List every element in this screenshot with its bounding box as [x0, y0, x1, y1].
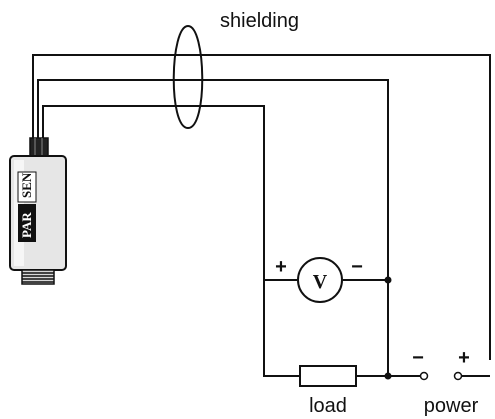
sensor-sen-label: SEN	[19, 172, 34, 198]
power-minus-sign: −	[412, 347, 424, 369]
junction-dot	[384, 372, 392, 380]
load-label: load	[309, 395, 347, 417]
load-resistor	[299, 365, 357, 387]
voltmeter-circle	[297, 257, 343, 303]
power-plus-terminal	[453, 371, 463, 381]
voltmeter-symbol: V	[313, 271, 328, 293]
wire-power-supply	[32, 54, 491, 360]
voltmeter: V + −	[275, 256, 363, 303]
shielding-ring	[172, 25, 204, 129]
sensor-sen-tag	[17, 171, 37, 203]
shielding-ring-front	[172, 25, 189, 129]
voltmeter-minus-sign: −	[351, 256, 363, 278]
wire-signal-minus	[37, 79, 389, 376]
power-minus-terminal	[419, 371, 429, 381]
junction-dot	[384, 276, 392, 284]
wire-signal-plus	[42, 105, 300, 377]
sensor-thread	[21, 269, 55, 285]
shielding-ring-back	[187, 25, 204, 129]
sensor-cable-gland	[29, 137, 49, 157]
sensor: SEN PAR	[9, 137, 67, 285]
power-label: power	[424, 395, 479, 417]
shielding-label: shielding	[220, 10, 299, 32]
wires	[32, 54, 491, 377]
power-terminals: − +	[412, 347, 470, 381]
sensor-par-label: PAR	[19, 212, 34, 238]
power-plus-sign: +	[458, 347, 470, 369]
sensor-par-tag	[18, 204, 36, 242]
voltmeter-plus-sign: +	[275, 256, 287, 278]
junctions	[384, 276, 392, 380]
